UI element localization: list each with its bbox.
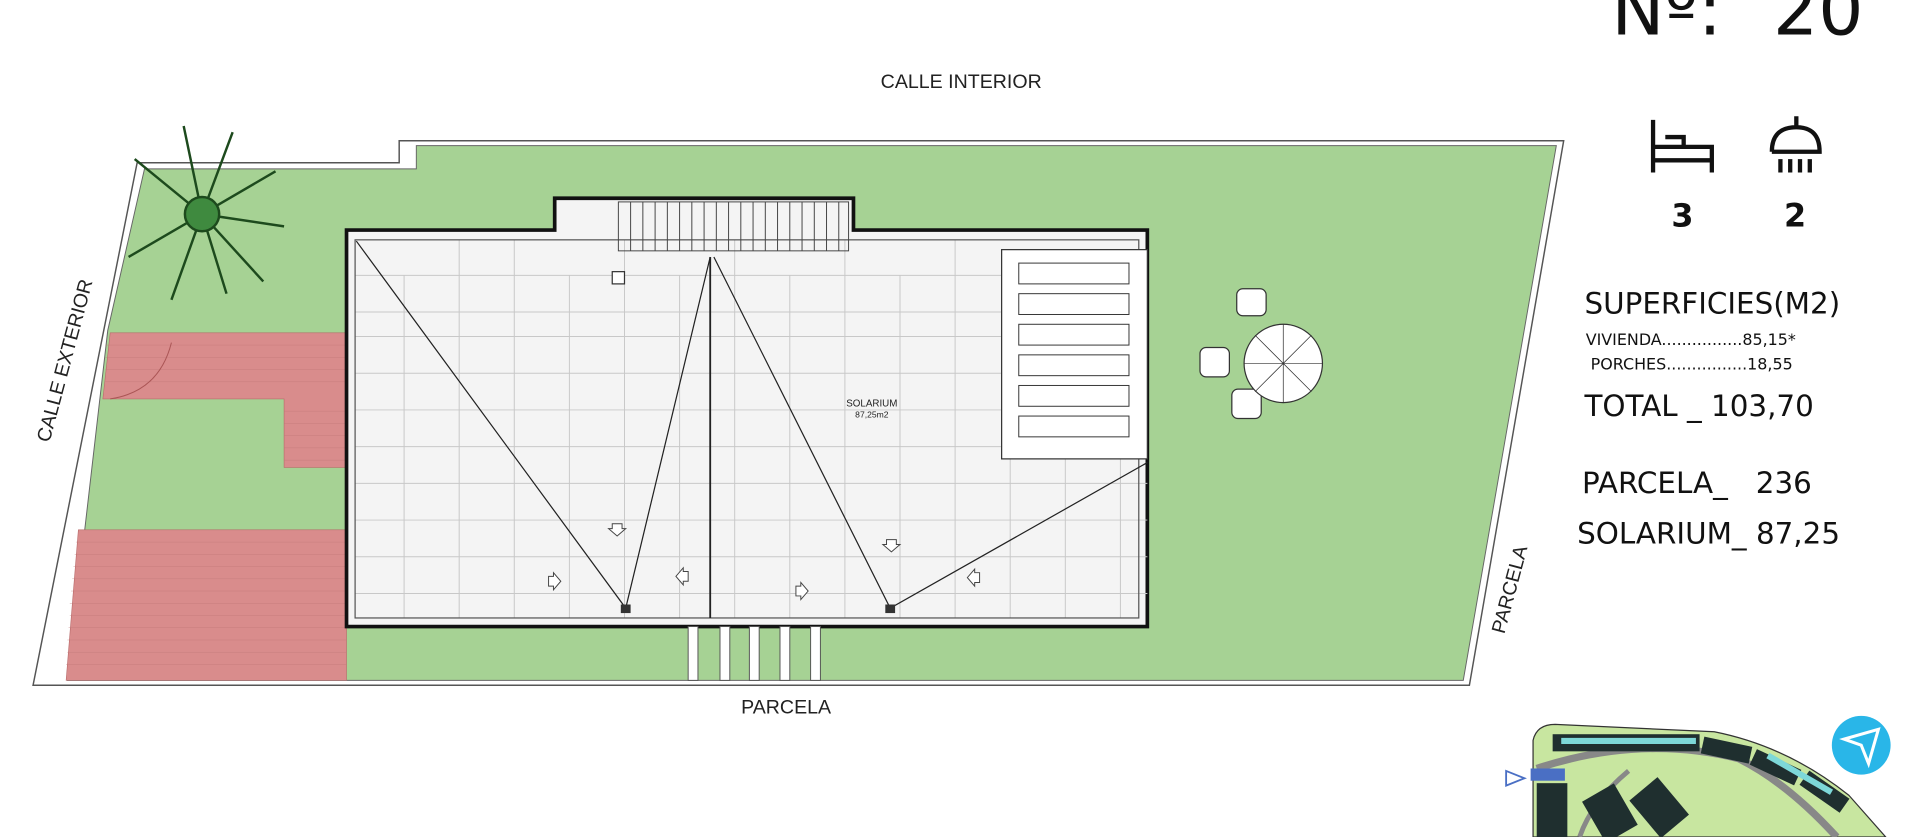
unit-number-prefix: Nº: <box>1611 0 1722 51</box>
right-parcela-label: PARCELA <box>1488 542 1533 635</box>
skylight-slats <box>1018 262 1130 438</box>
compass-icon <box>1831 715 1891 775</box>
location-marker-icon <box>1505 769 1527 787</box>
parcela-area: PARCELA_ 236 <box>1582 466 1812 500</box>
entry-steps <box>687 626 821 681</box>
door-swing <box>110 342 172 400</box>
drain-icon <box>620 604 896 614</box>
slope-arrow-icon <box>548 523 981 601</box>
porches-area: PORCHES................18,55 <box>1591 355 1793 374</box>
bed-icon <box>1650 119 1714 173</box>
bathroom-count: 2 <box>1784 196 1806 234</box>
unit-highlight <box>1530 768 1565 781</box>
bottom-parcela-label: PARCELA <box>741 696 832 718</box>
building: SOLARIUM 87,25m2 <box>344 196 1150 629</box>
bedroom-count: 3 <box>1671 196 1693 234</box>
vent-icon <box>611 271 626 285</box>
surfaces-title: SUPERFICIES(M2) <box>1584 286 1840 320</box>
stairs <box>617 201 850 252</box>
street-top-label: CALLE INTERIOR <box>881 71 1042 93</box>
paving <box>65 332 347 681</box>
room-area: 87,25m2 <box>855 409 889 419</box>
palm-tree-icon <box>127 125 285 301</box>
shower-icon <box>1769 116 1822 173</box>
solarium-area: SOLARIUM_ 87,25 <box>1577 516 1840 550</box>
vivienda-area: VIVIENDA................85,15* <box>1586 330 1796 349</box>
location-map <box>1505 723 1887 837</box>
total-area: TOTAL _ 103,70 <box>1583 389 1813 423</box>
room-name: SOLARIUM <box>846 398 897 409</box>
unit-number: 20 <box>1773 0 1863 51</box>
patio-table-icon <box>1199 288 1324 420</box>
